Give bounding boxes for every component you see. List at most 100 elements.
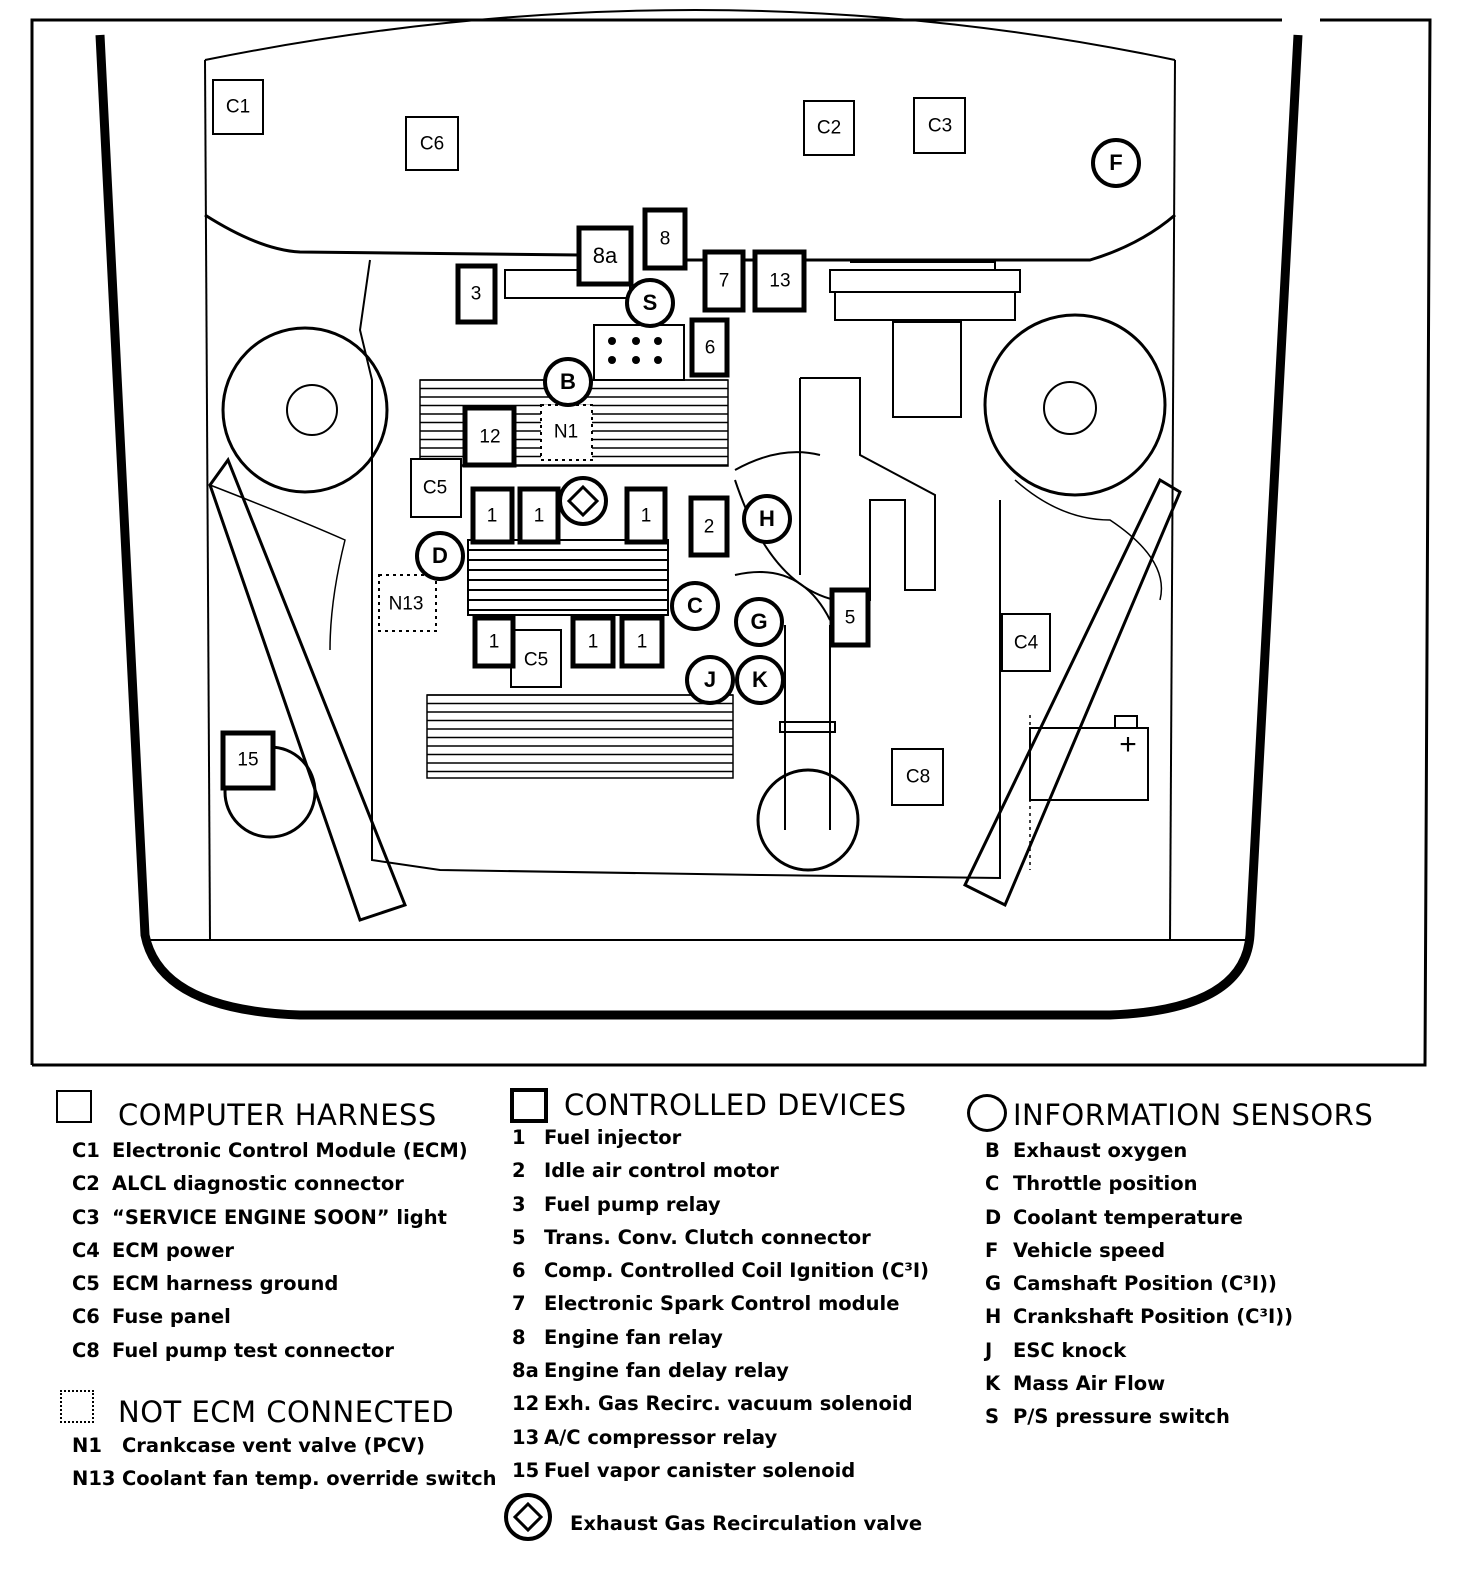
firewall-line (204, 213, 1176, 262)
resonator (756, 768, 860, 872)
label-1c: 1 (640, 505, 652, 527)
cowl-inner-right (1169, 59, 1176, 941)
coil-pack (593, 324, 685, 381)
c2-box (803, 100, 855, 156)
left-lower-curve (209, 484, 346, 651)
dev-13-box (752, 249, 807, 313)
legend-code: 8 (512, 1325, 526, 1349)
label-f: F (1109, 150, 1123, 175)
c1-box (212, 79, 264, 135)
dev-5-box (829, 587, 871, 648)
legend-code: C1 (72, 1139, 100, 1162)
dev-15-box (220, 730, 276, 791)
legend-code: N13 (72, 1467, 116, 1491)
legend-code: 13 (512, 1425, 540, 1449)
intake-duct (800, 377, 936, 601)
label-12: 12 (479, 426, 501, 448)
legend-item: 8 Engine fan relay (512, 1321, 929, 1354)
label-8a: 8a (592, 243, 618, 268)
label-c: C (687, 593, 703, 618)
egr-legend-symbol (504, 1493, 552, 1541)
label-d: D (432, 543, 448, 568)
label-n1: N1 (553, 421, 579, 443)
battery-terminal (1114, 715, 1138, 729)
legend-code: N1 (72, 1434, 102, 1457)
air-cleaner-body (834, 261, 1016, 321)
c3-box (913, 97, 966, 154)
label-15: 15 (237, 749, 259, 771)
legend-text: Idle air control motor (544, 1159, 779, 1183)
not-ecm-legend-symbol (60, 1390, 94, 1423)
label-g: G (750, 609, 768, 634)
s-sensor-circle (625, 278, 675, 328)
not-ecm-title: NOT ECM CONNECTED (118, 1395, 455, 1429)
computer-harness-title: COMPUTER HARNESS (118, 1098, 437, 1132)
legend-code: C6 (72, 1305, 100, 1329)
legend-code: 5 (512, 1225, 526, 1249)
d-sensor-circle (415, 531, 465, 581)
label-1a: 1 (486, 505, 498, 527)
legend-code: 3 (512, 1192, 526, 1216)
h-sensor-circle (742, 494, 792, 544)
label-13: 13 (769, 270, 791, 292)
dev-1c-box (624, 486, 668, 545)
right-pulley-hub (1043, 381, 1097, 435)
legend-text: Engine fan relay (544, 1325, 723, 1349)
engine-outline (358, 259, 1001, 880)
legend-text: ECM harness ground (112, 1272, 339, 1296)
dev-8-box (642, 207, 688, 271)
left-pulley (221, 326, 389, 494)
legend-text: Engine fan delay relay (544, 1359, 789, 1383)
dev-1e-box (570, 615, 616, 669)
dev-1a-box (470, 486, 515, 545)
c-sensor-circle (670, 581, 720, 631)
air-cleaner-neck (892, 321, 962, 418)
legend-text: Vehicle speed (1013, 1238, 1166, 1262)
k-sensor-circle (735, 655, 785, 705)
legend-code: C3 (72, 1205, 100, 1229)
label-c4: C4 (1013, 632, 1039, 654)
legend-text: Electronic Spark Control module (544, 1292, 900, 1316)
legend-code: H (985, 1305, 1002, 1329)
dev-2-box (688, 495, 730, 558)
legend-code: C4 (72, 1238, 100, 1262)
label-h: H (759, 506, 775, 531)
label-c6: C6 (419, 133, 445, 155)
f-sensor-circle (1091, 138, 1141, 188)
legend-text: Fuel pump relay (544, 1192, 721, 1216)
label-k: K (752, 667, 768, 692)
legend-text: Mass Air Flow (1013, 1372, 1166, 1396)
legend-text: Coolant fan temp. override switch (122, 1467, 497, 1491)
label-1d: 1 (488, 631, 500, 653)
label-n13: N13 (388, 593, 424, 615)
c5-upper-box (410, 458, 462, 518)
legend-text: Comp. Controlled Coil Ignition (C³I) (544, 1259, 930, 1283)
right-lower-curve (1014, 479, 1163, 601)
label-6: 6 (704, 337, 716, 359)
legend-text: Fuel pump test connector (112, 1338, 394, 1362)
label-battery-plus: + (1119, 728, 1137, 761)
b-sensor-circle (543, 357, 593, 407)
label-5: 5 (844, 607, 856, 629)
label-1f: 1 (636, 631, 648, 653)
legend-code: 12 (512, 1392, 540, 1416)
harness-legend-symbol (56, 1090, 92, 1123)
legend-code: C2 (72, 1172, 100, 1196)
middle-manifold-hatching (467, 539, 669, 616)
legend-code: 2 (512, 1159, 526, 1183)
label-c2: C2 (816, 117, 842, 139)
